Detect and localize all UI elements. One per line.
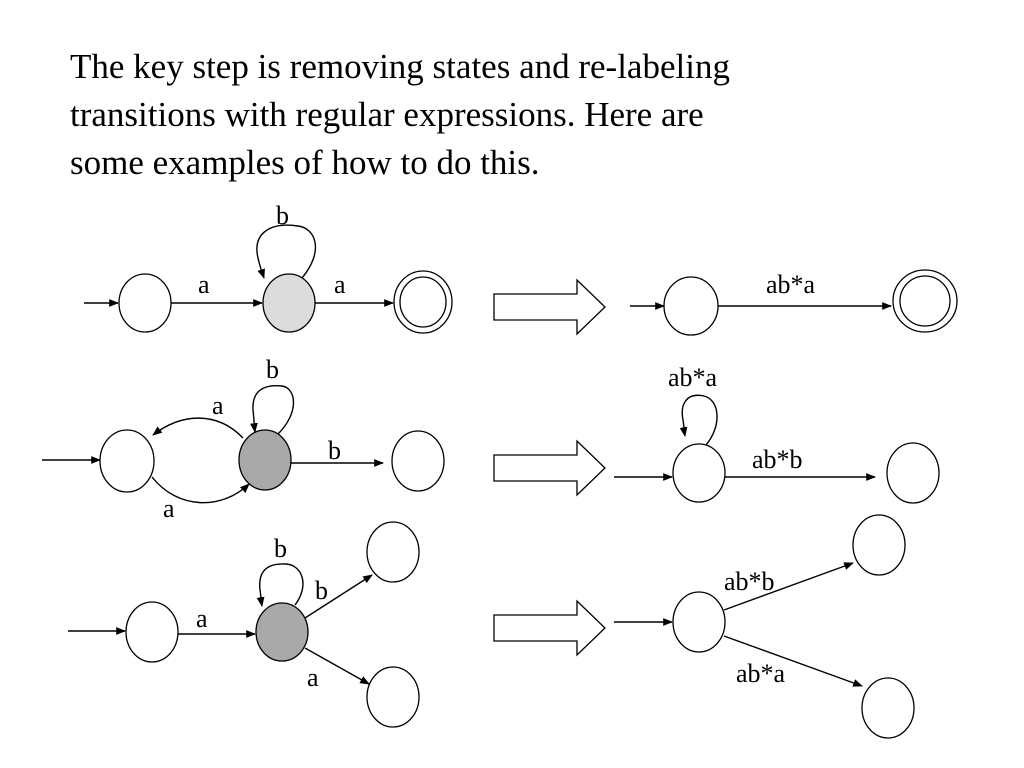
label-regex-bottom: ab*a (736, 659, 786, 688)
label-out-bottom: a (307, 663, 319, 692)
transition-forward (151, 476, 250, 504)
self-loop-regex (679, 394, 718, 446)
state-removed (255, 602, 309, 662)
label-loop: b (276, 201, 289, 230)
label-in: a (196, 604, 208, 633)
state-removed (238, 429, 292, 491)
state-start (672, 443, 726, 503)
label-forward: a (163, 494, 175, 523)
intro-text: The key step is removing states and re-l… (70, 43, 870, 187)
state-end (886, 442, 940, 504)
state-start (125, 601, 179, 663)
transition-out-bottom (304, 647, 370, 685)
transform-arrow (493, 599, 606, 657)
transform-arrow (493, 439, 606, 497)
transform-arrow (493, 278, 606, 336)
transition-back (152, 417, 244, 439)
state-accept-inner (399, 276, 447, 328)
state-start (99, 429, 155, 493)
intro-line-1: The key step is removing states and re-l… (70, 47, 730, 86)
state-end (391, 430, 445, 492)
example-2-before: a a b b (42, 355, 445, 523)
label-regex-top: ab*b (724, 567, 775, 596)
example-2-after: ab*a ab*b (614, 363, 940, 504)
label-regex: ab*a (766, 270, 816, 299)
state-end-bottom (366, 666, 420, 728)
state-start (672, 591, 726, 653)
example-1-before: a b a (84, 201, 453, 334)
self-loop (256, 563, 304, 607)
self-loop (256, 224, 317, 279)
example-3-before: a b b a (68, 521, 420, 728)
transition-out-top (304, 574, 373, 619)
state-end-top (852, 514, 906, 576)
state-end-bottom (861, 677, 915, 739)
intro-line-3: some examples of how to do this. (70, 143, 540, 182)
state-accept-inner (899, 275, 951, 327)
state-start (663, 276, 719, 336)
label-loop-regex: ab*a (668, 363, 718, 392)
example-1-after: ab*a (630, 269, 958, 336)
label-regex: ab*b (752, 445, 803, 474)
label-back: a (212, 391, 224, 420)
intro-line-2: transitions with regular expressions. He… (70, 95, 704, 134)
label-out-top: b (315, 576, 328, 605)
label-in: a (198, 270, 210, 299)
state-removed (262, 273, 316, 333)
transition-regex-bottom (723, 635, 863, 687)
state-start (118, 273, 172, 333)
label-out: b (328, 436, 341, 465)
label-loop: b (266, 355, 279, 384)
label-loop: b (274, 534, 287, 563)
example-3-after: ab*b ab*a (614, 514, 915, 739)
transition-regex-top (723, 562, 854, 611)
state-end-top (366, 521, 420, 583)
label-out: a (334, 270, 346, 299)
self-loop (250, 385, 295, 435)
